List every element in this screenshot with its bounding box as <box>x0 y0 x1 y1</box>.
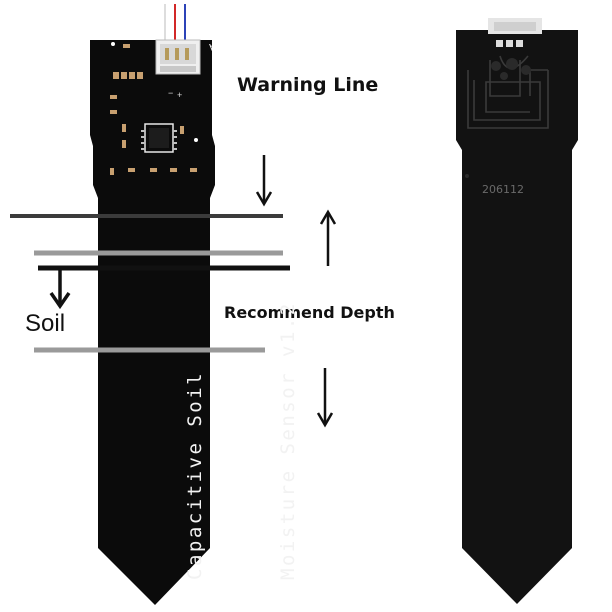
soil-label: Soil <box>25 310 66 337</box>
back-dot <box>465 174 469 178</box>
silkscreen-line-2: Moisture Sensor v1.2 <box>277 301 299 580</box>
back-connector <box>488 18 542 47</box>
silkscreen-line-1: Capacitive Soil <box>184 370 206 580</box>
down-arrow-depth <box>316 368 334 428</box>
back-traces <box>467 55 549 129</box>
ic-chip <box>141 123 177 153</box>
arrows <box>49 155 337 428</box>
smd-components <box>110 44 197 175</box>
guide-lines <box>10 214 290 353</box>
pcb-silkscreen-text: Capacitive Soil Moisture Sensor v1.2 <box>118 301 366 580</box>
connector-wires <box>164 4 186 44</box>
back-pcb <box>456 30 578 604</box>
pin-plus-label: + <box>177 90 183 100</box>
front-pcb <box>90 40 215 605</box>
down-arrow-warning <box>255 155 273 207</box>
smd-marks <box>111 42 198 142</box>
connector-pin-label: A <box>209 41 216 52</box>
up-arrow-depth <box>319 209 337 266</box>
back-blobs <box>491 58 531 80</box>
jst-connector <box>155 39 201 75</box>
warning-line-label: Warning Line <box>237 74 379 96</box>
recommend-depth-label: Recommend Depth <box>224 303 395 322</box>
back-board-code: 206112 <box>482 183 524 196</box>
pin-minus-label: − <box>168 88 174 98</box>
soil-arrow <box>49 270 71 310</box>
